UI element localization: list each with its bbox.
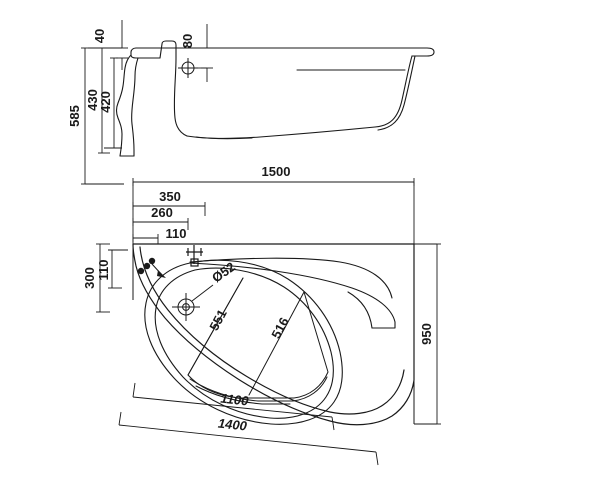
dim-430-group <box>88 47 122 154</box>
dim-1400-label: 1400 <box>217 416 248 434</box>
dim-110-left-group <box>108 249 128 289</box>
drain-symbol-group <box>172 284 214 321</box>
side-left-rim-cap <box>130 47 137 59</box>
dim-950-label: 950 <box>419 323 434 345</box>
side-left-inner-wall <box>173 57 188 137</box>
side-skirt-inner-profile <box>131 57 139 157</box>
side-right-rim-cap <box>411 47 435 57</box>
dim-430-label: 430 <box>85 89 100 111</box>
dim-1400-tick-left <box>118 411 122 426</box>
dim-420-label: 420 <box>98 91 113 113</box>
fitting-dot-middle-icon <box>143 262 151 270</box>
side-elevation-group <box>115 40 435 157</box>
dim-1100-line <box>132 396 333 418</box>
dim-80-label: 80 <box>180 34 195 48</box>
dim-350-label: 350 <box>159 189 181 204</box>
side-right-inner-wall <box>374 55 413 128</box>
dim-1100-group <box>132 382 335 431</box>
plan-base-bottom-edge <box>189 376 328 402</box>
side-skirt-outer-profile <box>115 54 132 157</box>
plan-partition-516 <box>248 291 305 396</box>
dim-1100-tick-left <box>132 382 136 398</box>
dim-110-top-label: 110 <box>166 226 187 241</box>
side-bowl-bottom-shadow <box>195 136 253 140</box>
fitting-arrowhead-icon <box>157 270 166 278</box>
tap-base-plate-icon <box>190 258 199 267</box>
dim-950-group <box>414 243 441 425</box>
dim-1400-group <box>118 411 379 466</box>
fitting-dot-lower-icon <box>137 267 145 275</box>
plan-shelf-edge <box>347 291 373 329</box>
dim-300-group <box>96 243 110 313</box>
dim-1100-label: 1100 <box>220 391 250 409</box>
dim-260-group <box>132 218 189 230</box>
drain-leader-line <box>191 284 214 302</box>
side-headrest-profile <box>159 40 177 59</box>
fittings-group <box>137 257 166 278</box>
fitting-dot-upper-icon <box>148 257 156 265</box>
dim-1400-tick-right <box>375 451 379 466</box>
dim-585-group <box>81 47 124 185</box>
side-right-outer-wall <box>377 55 416 131</box>
plan-bowl-top-edge <box>189 257 393 299</box>
dim-80-group <box>192 24 213 82</box>
dim-110-left-label: 110 <box>96 260 111 281</box>
dim-1500-label: 1500 <box>262 164 291 179</box>
dim-585-label: 585 <box>67 105 82 127</box>
plan-shelf-contour <box>189 262 396 329</box>
dim-350-group <box>132 202 206 216</box>
plan-bowl-outline <box>144 259 343 425</box>
dim-260-label: 260 <box>151 205 173 220</box>
plan-bath-outline-group <box>132 243 415 426</box>
dim-110-top-group <box>132 234 159 244</box>
plan-partition-551 <box>187 277 244 376</box>
dim-1400-line <box>118 424 377 453</box>
dim-420-group <box>104 57 122 149</box>
dim-1500-group <box>132 178 415 244</box>
plan-base-bottom-shadow <box>195 385 291 405</box>
plan-base-panel-group <box>187 277 329 405</box>
dim-40-label: 40 <box>92 29 107 43</box>
plan-outer-rim <box>132 243 415 426</box>
tap-mixer-symbol-group <box>186 245 203 267</box>
dim-300-label: 300 <box>82 267 97 289</box>
plan-rim-inner-contour <box>139 246 405 415</box>
dim-1100-tick-right <box>331 416 335 431</box>
